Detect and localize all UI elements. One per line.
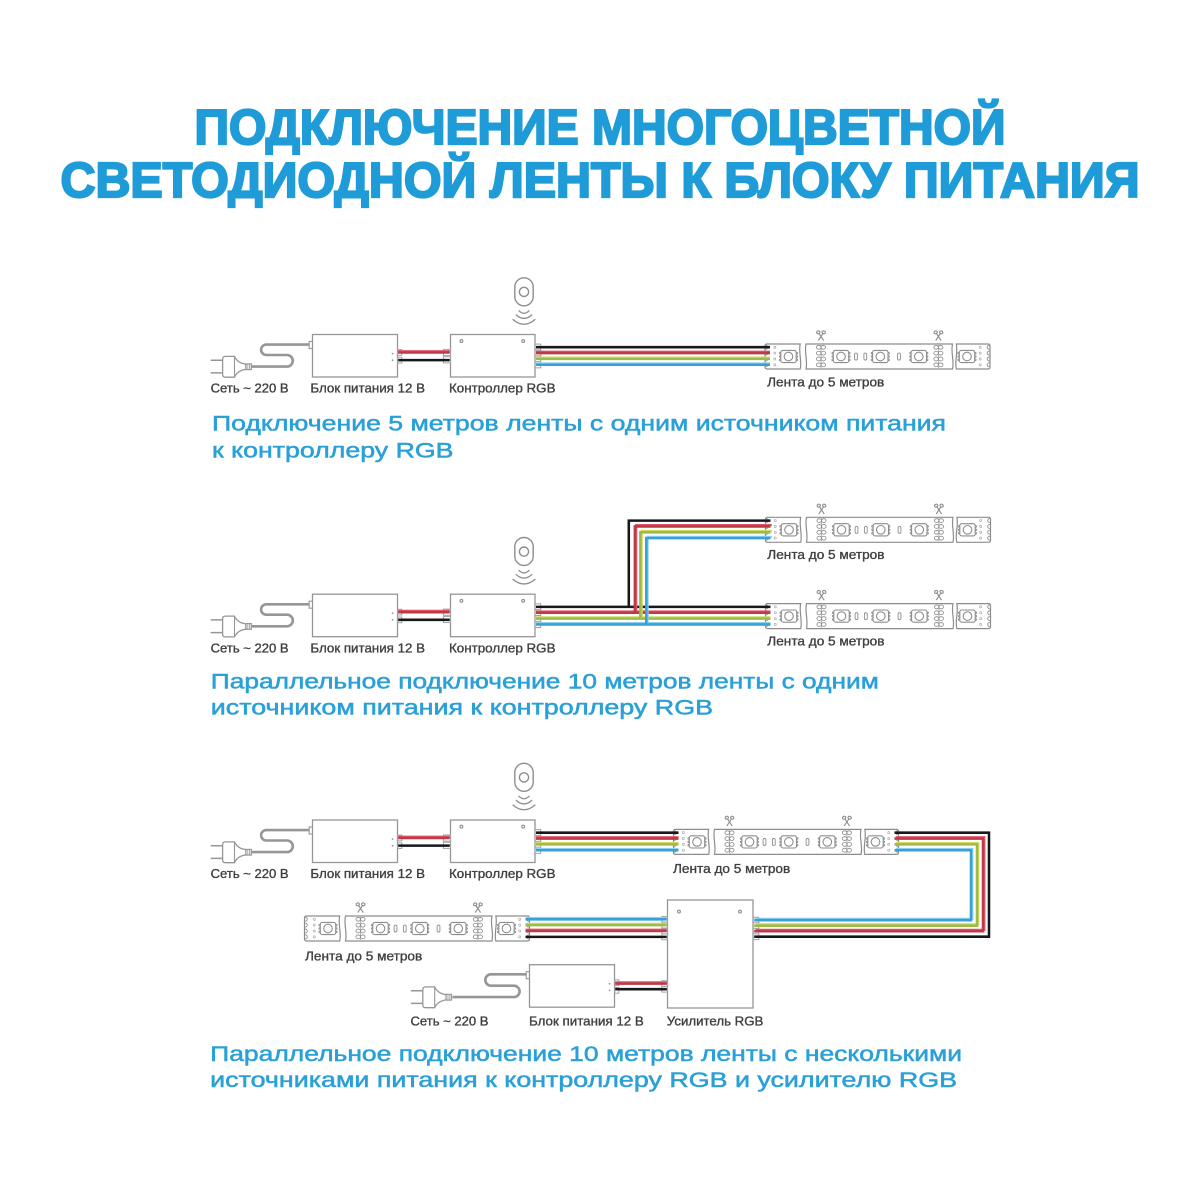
svg-text:Контроллер RGB: Контроллер RGB <box>449 640 556 655</box>
svg-text:Блок питания 12 В: Блок питания 12 В <box>310 381 425 396</box>
svg-text:Усилитель RGB: Усилитель RGB <box>667 1013 764 1028</box>
svg-text:источниками питания к контролл: источниками питания к контроллеру RGB и … <box>210 1069 957 1092</box>
svg-text:Лента до 5 метров: Лента до 5 метров <box>673 861 790 876</box>
svg-text:Сеть ~ 220 В: Сеть ~ 220 В <box>411 1013 489 1028</box>
svg-text:Лента до 5 метров: Лента до 5 метров <box>767 547 884 562</box>
svg-text:Параллельное подключение 10 ме: Параллельное подключение 10 метров ленты… <box>211 670 879 693</box>
svg-text:Лента до 5 метров: Лента до 5 метров <box>305 949 422 964</box>
svg-text:Блок питания 12 В: Блок питания 12 В <box>310 866 425 881</box>
svg-text:Лента до 5 метров: Лента до 5 метров <box>767 374 884 389</box>
svg-text:Блок питания 12 В: Блок питания 12 В <box>529 1013 644 1028</box>
svg-text:Подключение 5 метров ленты с о: Подключение 5 метров ленты с одним источ… <box>212 413 946 436</box>
svg-text:к контроллеру RGB: к контроллеру RGB <box>212 439 454 462</box>
svg-text:Контроллер RGB: Контроллер RGB <box>449 381 556 396</box>
svg-text:ПОДКЛЮЧЕНИЕ МНОГОЦВЕТНОЙ: ПОДКЛЮЧЕНИЕ МНОГОЦВЕТНОЙ <box>195 98 1006 155</box>
svg-text:Контроллер RGB: Контроллер RGB <box>449 866 556 881</box>
svg-text:СВЕТОДИОДНОЙ ЛЕНТЫ К БЛОКУ ПИТ: СВЕТОДИОДНОЙ ЛЕНТЫ К БЛОКУ ПИТАНИЯ <box>61 151 1140 208</box>
svg-text:Параллельное подключение 10 ме: Параллельное подключение 10 метров ленты… <box>210 1043 962 1066</box>
svg-text:источником питания к контролле: источником питания к контроллеру RGB <box>211 697 713 720</box>
svg-text:Сеть ~ 220 В: Сеть ~ 220 В <box>211 381 289 396</box>
svg-text:Сеть ~ 220 В: Сеть ~ 220 В <box>211 866 289 881</box>
svg-text:Лента до 5 метров: Лента до 5 метров <box>767 634 884 649</box>
svg-text:Сеть ~ 220 В: Сеть ~ 220 В <box>211 640 289 655</box>
svg-text:Блок питания 12 В: Блок питания 12 В <box>310 640 425 655</box>
